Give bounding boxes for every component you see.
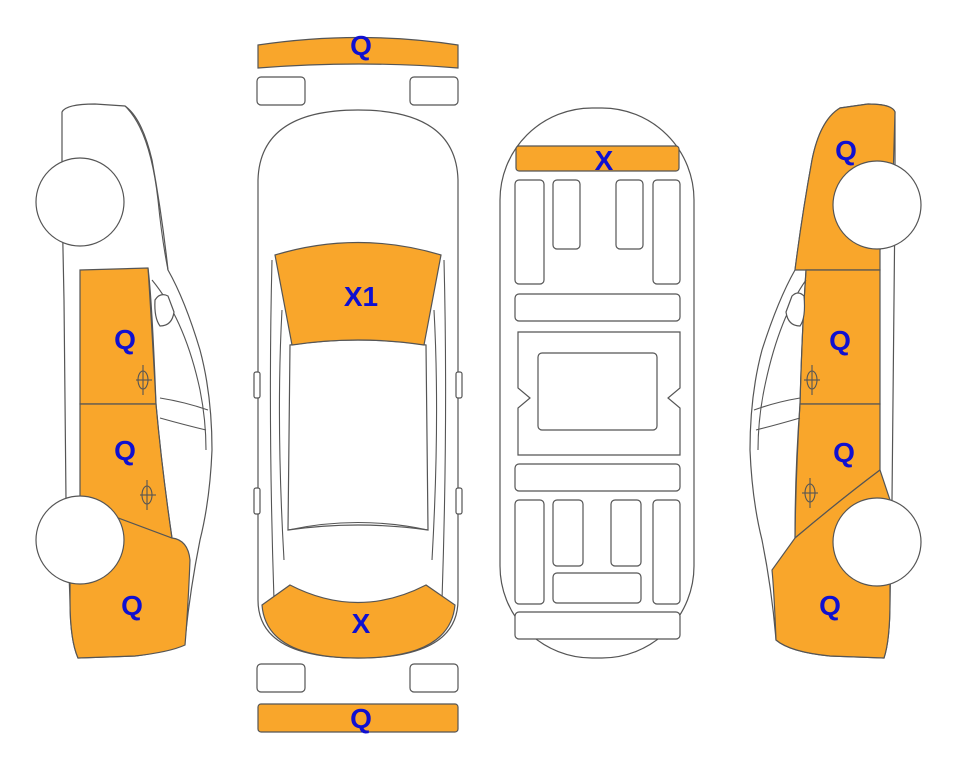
rear-left-light [256,663,306,693]
front-left-light [256,76,306,106]
left-rear-wheel [35,495,125,585]
front-right-light [409,76,459,106]
left-front-wheel [35,157,125,247]
right-rear-wheel [832,497,922,587]
left-front-door-label: Q [114,324,136,355]
right-rear-door-handle [802,478,818,508]
rear-bumper-panel [257,703,459,733]
roof-panel [287,339,429,531]
underside-view: X [499,107,695,659]
underside-front-panel [515,145,680,172]
rear-window-panel [261,584,456,659]
right-rear-door-label: Q [833,437,855,468]
left-front-door-handle [136,365,152,395]
right-side-view: Q Q Q Q [749,103,922,659]
left-rear-door-label: Q [114,435,136,466]
rear-window-label: X [352,608,371,639]
windshield-label: X1 [344,281,378,312]
front-bumper-label: Q [350,30,372,61]
front-bumper-panel [257,36,459,69]
right-front-fender-label: Q [835,135,857,166]
windshield-panel [274,241,442,346]
rear-right-light [409,663,459,693]
right-rear-quarter-label: Q [819,590,841,621]
left-rear-door-handle [140,480,156,510]
right-front-door-handle [804,365,820,395]
left-side-view: Q Q Q [35,103,213,659]
underside-front-label: X [595,145,614,176]
rear-bumper-label: Q [350,703,372,734]
right-front-wheel [832,160,922,250]
right-front-door-label: Q [829,325,851,356]
left-rear-quarter-label: Q [121,590,143,621]
top-view: Q X1 X Q [253,30,463,734]
